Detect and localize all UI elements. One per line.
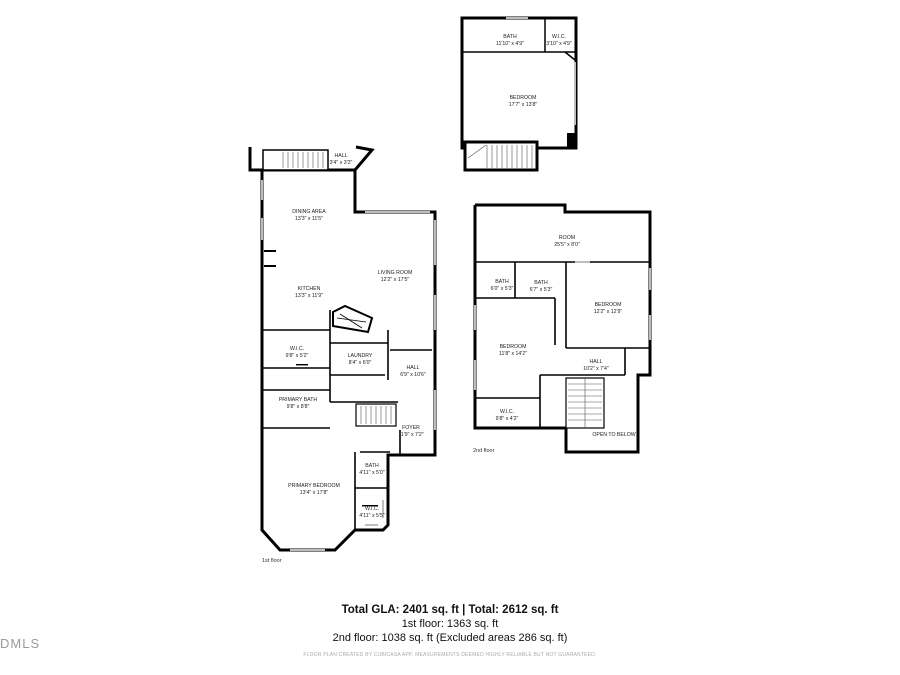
room-label-room2: ROOM <box>559 235 575 241</box>
room-label-bedroom2a: BEDROOM <box>595 302 622 308</box>
room-dim-foyer: 11'9" x 7'2" <box>398 432 423 438</box>
room-label-primary-bath: PRIMARY BATH <box>279 397 318 403</box>
room-dim-primary-bedroom: 13'4" x 17'8" <box>300 490 329 496</box>
room-dim-primary-bath: 9'8" x 8'8" <box>287 404 310 410</box>
second-floor-stairs <box>565 377 605 429</box>
total-area-summary: Total GLA: 2401 sq. ft | Total: 2612 sq.… <box>341 604 559 616</box>
disclaimer-note: FLOOR PLAN CREATED BY CUBICASA APP. MEAS… <box>303 652 597 658</box>
room-label-open-below: OPEN TO BELOW <box>592 432 635 438</box>
room-label-hall2: HALL <box>590 359 603 365</box>
room-label-up-bath: BATH <box>503 34 517 40</box>
room-dim-bath1: 4'11" x 5'0" <box>359 470 384 476</box>
room-label-foyer: FOYER <box>402 425 420 431</box>
room-dim-hall1: 6'9" x 10'6" <box>400 372 426 378</box>
floor-label-first: 1st floor <box>262 558 282 564</box>
room-label-dining: DINING AREA <box>292 209 326 215</box>
room-dim-hall2: 10'2" x 7'4" <box>583 366 609 372</box>
room-label-primary-bedroom: PRIMARY BEDROOM <box>288 483 340 489</box>
room-label-bath2b: BATH <box>534 280 548 286</box>
room-label-wic3: W.I.C. <box>500 409 514 415</box>
room-dim-bath2a: 6'0" x 5'3" <box>491 286 514 292</box>
room-dim-wic3: 9'8" x 4'2" <box>496 416 519 422</box>
second-floor-area: 2nd floor: 1038 sq. ft (Excluded areas 2… <box>332 632 568 644</box>
room-dim-up-bedroom: 17'7" x 13'8" <box>509 102 538 108</box>
room-label-wic1: W.I.C. <box>290 346 304 352</box>
room-dim-bath2b: 6'7" x 5'3" <box>530 287 553 293</box>
second-floor-windows <box>474 261 651 390</box>
upper-stairs <box>463 140 539 172</box>
first-floor-windows <box>261 180 436 551</box>
second-floor-interior <box>475 261 650 428</box>
room-dim-dining: 13'3" x 11'5" <box>295 216 323 222</box>
first-floor-area: 1st floor: 1363 sq. ft <box>401 618 499 630</box>
room-label-bedroom2b: BEDROOM <box>500 344 527 350</box>
room-dim-laundry: 8'4" x 6'0" <box>349 360 372 366</box>
room-dim-room2: 25'5" x 8'0" <box>554 242 580 248</box>
first-floor-stairs <box>262 149 397 427</box>
room-dim-up-bath: 11'10" x 4'9" <box>496 41 524 47</box>
room-label-up-bedroom: BEDROOM <box>510 95 537 101</box>
room-dim-hall-top: 3'4" x 3'2" <box>330 160 353 166</box>
room-label-wic2: W.I.C. <box>365 506 379 512</box>
room-dim-wic1: 9'8" x 5'2" <box>286 353 309 359</box>
room-dim-bedroom2b: 11'8" x 14'2" <box>499 351 527 357</box>
room-label-bath2a: BATH <box>495 279 509 285</box>
upper-interior-walls <box>462 18 576 61</box>
room-label-kitchen: KITCHEN <box>298 286 321 292</box>
room-label-hall-top: HALL <box>335 153 348 159</box>
chimney-block <box>567 133 576 147</box>
dmls-watermark: DMLS <box>0 636 41 651</box>
fireplace <box>332 304 374 334</box>
room-label-hall1: HALL <box>407 365 420 371</box>
second-floor-walls <box>473 203 652 454</box>
room-dim-wic2: 4'11" x 5'5" <box>359 513 384 519</box>
room-dim-bedroom2a: 12'2" x 12'9" <box>594 309 623 315</box>
first-floor-details <box>264 250 378 507</box>
room-label-up-wic: W.I.C. <box>552 34 566 40</box>
room-dim-up-wic: 3'10" x 4'9" <box>546 41 572 47</box>
floor-label-second: 2nd floor <box>473 448 495 454</box>
room-label-bath1: BATH <box>365 463 379 469</box>
room-label-living: LIVING ROOM <box>378 270 413 276</box>
room-dim-kitchen: 13'3" x 11'9" <box>295 293 323 299</box>
room-dim-living: 12'2" x 17'5" <box>381 277 410 283</box>
first-floor-walls <box>248 145 437 552</box>
first-floor-interior <box>262 310 432 530</box>
room-label-laundry: LAUNDRY <box>348 353 373 359</box>
